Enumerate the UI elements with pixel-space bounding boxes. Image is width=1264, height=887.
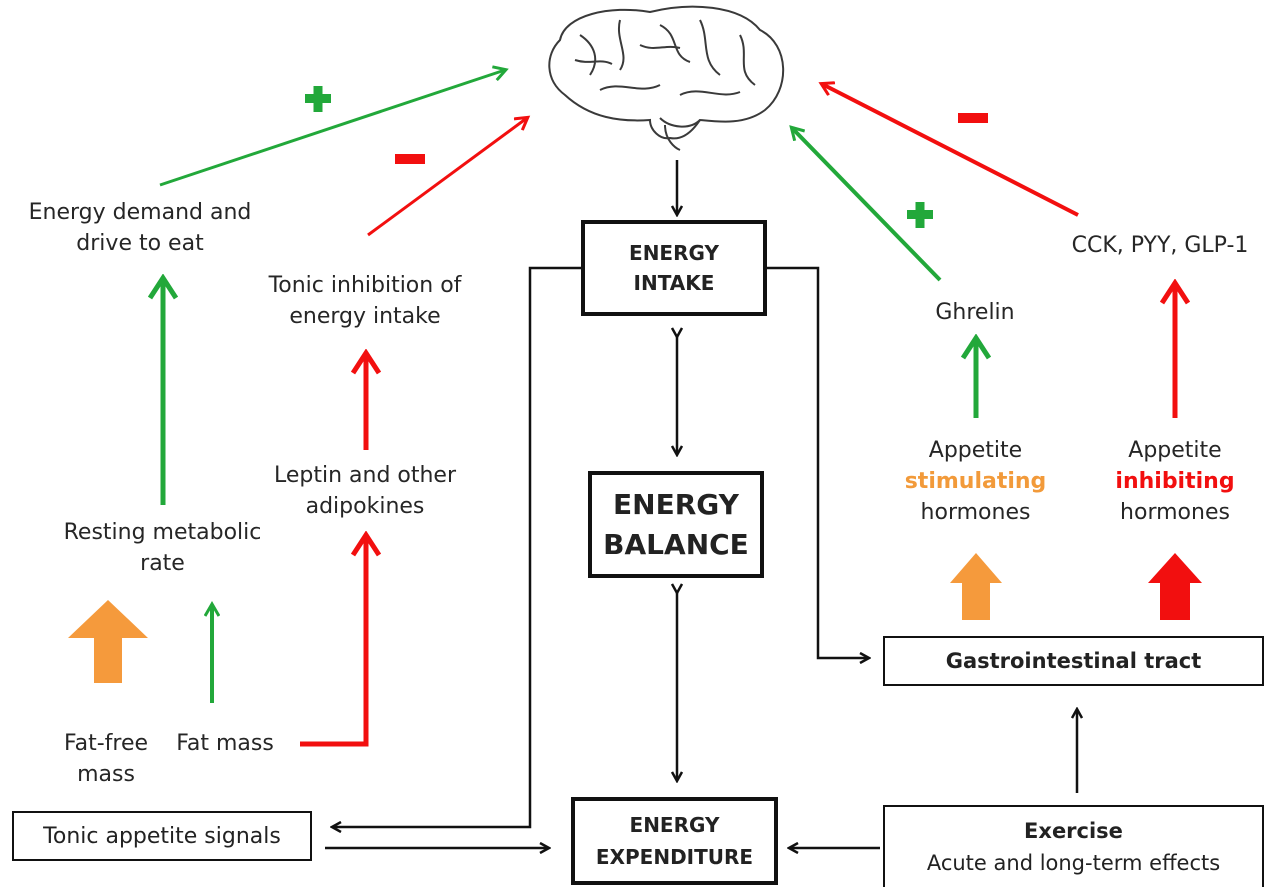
ghrelin-text: Ghrelin: [935, 300, 1015, 325]
tonic-inhibition-line2: energy intake: [289, 304, 441, 329]
inhibiting-line1: Appetite: [1128, 438, 1222, 463]
fat-free-line2: mass: [77, 762, 135, 787]
energy-expenditure-line2: EXPENDITURE: [595, 845, 754, 869]
gut-peptides-label: CCK, PYY, GLP-1: [1060, 230, 1260, 261]
leptin-label: Leptin and other adipokines: [250, 460, 480, 522]
inhibiting-hormones-label: Appetite inhibiting hormones: [1090, 435, 1260, 528]
block-arrow-icon: [1148, 553, 1202, 620]
tonic-signals-box: Tonic appetite signals: [12, 811, 312, 861]
arrow-intake-to-tonic: [333, 266, 581, 827]
inhibiting-keyword: inhibiting: [1115, 469, 1235, 494]
arrow-energy-demand-to-brain: [159, 70, 505, 187]
fat-free-mass-label: Fat-free mass: [44, 728, 168, 790]
plus-sign-icon: [305, 86, 331, 112]
stimulating-hormones-label: Appetite stimulating hormones: [888, 435, 1063, 528]
brain-icon: [548, 5, 785, 151]
energy-demand-label: Energy demand and drive to eat: [10, 197, 270, 259]
arrow-tonic-inhibition-to-brain: [367, 118, 527, 237]
energy-balance-box: ENERGY BALANCE: [588, 471, 764, 578]
ghrelin-label: Ghrelin: [900, 297, 1050, 328]
energy-expenditure-line1: ENERGY: [629, 813, 720, 837]
gut-peptides-text: CCK, PYY, GLP-1: [1071, 233, 1249, 258]
fat-free-line1: Fat-free: [63, 731, 149, 756]
energy-intake-line1: ENERGY: [629, 241, 719, 265]
energy-intake-box: ENERGY INTAKE: [581, 220, 767, 316]
arrow-intake-to-gi: [767, 266, 868, 658]
leptin-line1: Leptin and other: [273, 463, 457, 488]
tonic-inhibition-label: Tonic inhibition of energy intake: [240, 270, 490, 332]
minus-sign-icon: [395, 154, 425, 164]
stimulating-line3: hormones: [920, 500, 1031, 525]
stimulating-keyword: stimulating: [904, 469, 1047, 494]
tonic-inhibition-line1: Tonic inhibition of: [268, 273, 462, 298]
plus-sign-icon: [907, 202, 933, 228]
tonic-signals-label: Tonic appetite signals: [43, 823, 281, 849]
energy-intake-line2: INTAKE: [633, 271, 715, 295]
arrow-ghrelin-to-brain: [792, 128, 942, 282]
stimulating-line1: Appetite: [928, 438, 1023, 463]
exercise-subtitle: Acute and long-term effects: [926, 851, 1221, 875]
block-arrow-icon: [950, 553, 1002, 620]
rmr-line2: rate: [140, 551, 185, 576]
arrow-fat-mass-to-leptin: [300, 537, 366, 747]
leptin-line2: adipokines: [305, 494, 425, 519]
energy-balance-line1: ENERGY: [613, 487, 739, 521]
energy-demand-line2: drive to eat: [76, 231, 204, 256]
energy-demand-line1: Energy demand and: [28, 200, 252, 225]
gi-tract-box: Gastrointestinal tract: [883, 636, 1264, 686]
rmr-label: Resting metabolic rate: [40, 517, 285, 579]
block-arrow-icon: [68, 600, 148, 683]
fat-mass-text: Fat mass: [176, 731, 274, 756]
exercise-title: Exercise: [1024, 819, 1123, 843]
rmr-line1: Resting metabolic: [63, 520, 262, 545]
fat-mass-label: Fat mass: [170, 728, 280, 759]
arrow-gut-peptides-to-brain: [822, 84, 1079, 217]
energy-balance-line2: BALANCE: [603, 527, 749, 561]
inhibiting-line3: hormones: [1120, 500, 1230, 525]
gi-tract-label: Gastrointestinal tract: [945, 649, 1202, 673]
minus-sign-icon: [958, 113, 988, 123]
energy-expenditure-box: ENERGY EXPENDITURE: [571, 797, 778, 885]
